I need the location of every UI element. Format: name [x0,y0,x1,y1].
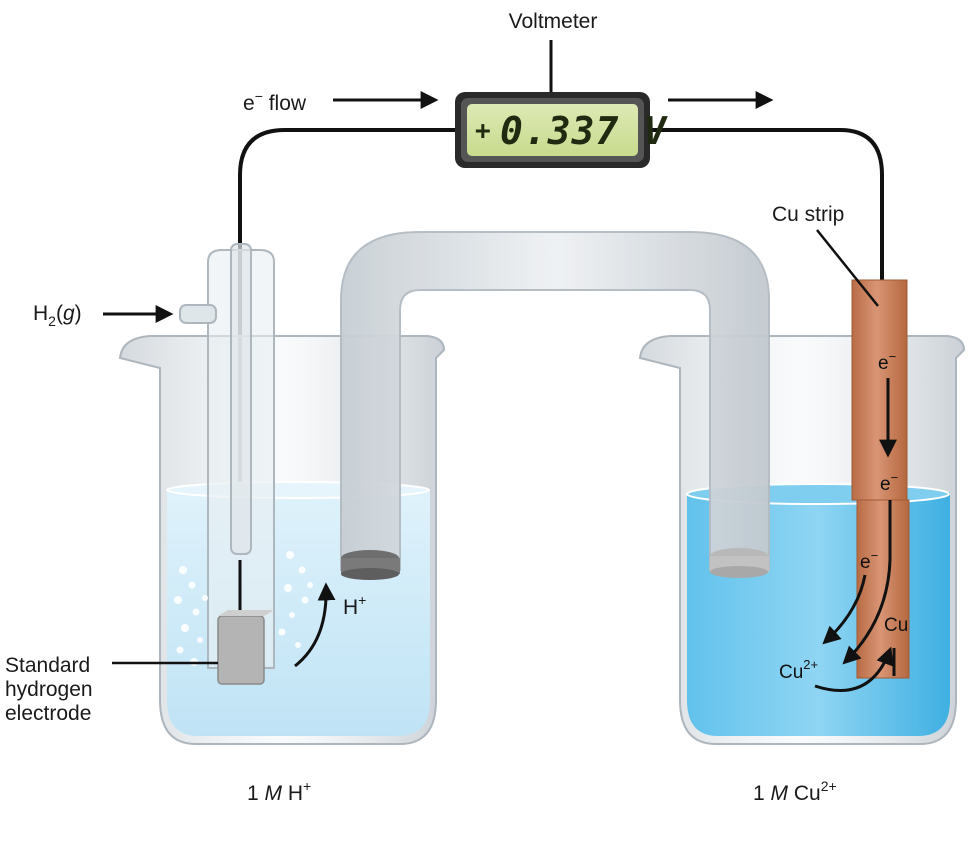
electron-flow-label: e− flow [243,88,307,115]
platinum-plate [217,615,265,685]
electron-label-top: e− [878,349,896,374]
electron-to-ion-arrow [822,574,867,645]
h-plus-arrow [294,582,336,668]
cu-metal-label: Cu [884,615,908,636]
cu-ion-deposition-arrow [814,646,894,692]
cu-ion-label: Cu2+ [779,657,818,683]
voltmeter: + 0.337 V [455,92,668,168]
electron-label-lower: e− [860,548,878,573]
voltmeter-label: Voltmeter [509,10,598,33]
hydrogen-electrode [179,243,275,685]
voltmeter-sign: + [475,116,491,146]
electron-curve-arrow [842,500,892,665]
cu-strip-leader [816,229,879,307]
wire-right [650,128,884,282]
cu-strip-label: Cu strip [772,203,844,226]
h2-gas-label: H2(g) [33,302,82,329]
salt-bridge [340,231,770,580]
voltmeter-reading: 0.337 V [500,109,668,153]
left-solution-label: 1 M H+ [247,778,311,805]
h-plus-label: H+ [343,592,366,619]
she-label: Standard hydrogen electrode [5,654,98,725]
wire-left [238,128,455,590]
electron-label-middle: e− [880,470,898,495]
h2-inlet-tube [179,304,217,324]
right-solution-label: 1 M Cu2+ [753,778,837,805]
copper-strip [851,279,910,679]
